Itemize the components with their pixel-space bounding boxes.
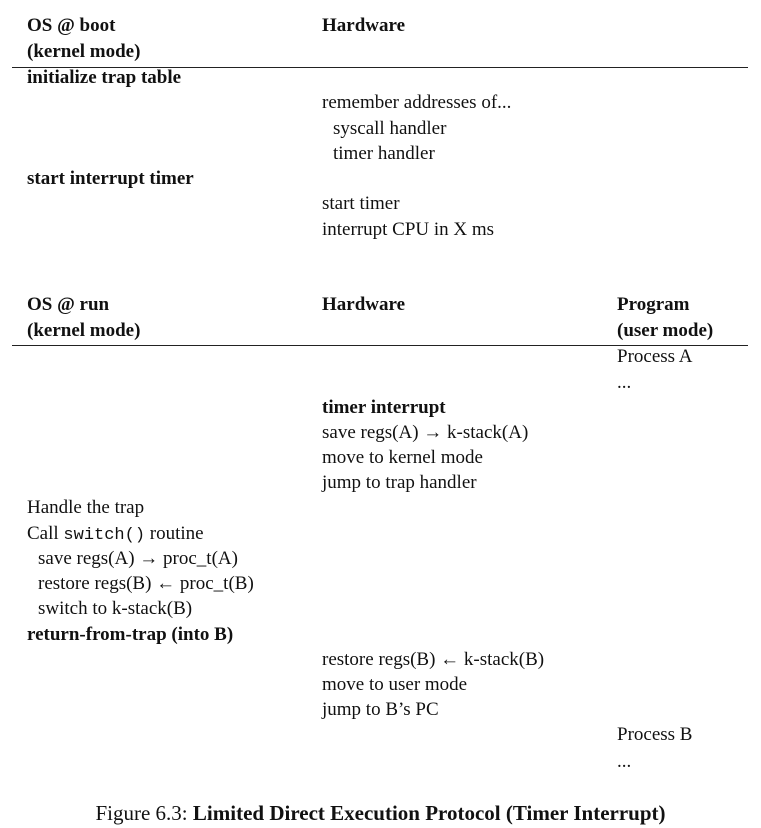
boot-hw-row-timer-handler: timer handler: [333, 143, 435, 164]
run-os-row-return-from-trap: return-from-trap (into B): [27, 624, 234, 645]
run-os-row-handle-trap: Handle the trap: [27, 497, 145, 518]
boot-os-header-line1: OS @ boot: [27, 15, 116, 36]
figure-caption-label: Figure 6.3:: [95, 801, 188, 825]
run-hw-row-restore-regs: restore regs(B) ← k-stack(B): [322, 649, 545, 670]
run-hw-row-jump-trap: jump to trap handler: [322, 472, 477, 493]
run-os-header-line1: OS @ run: [27, 294, 110, 315]
run-prog-row-process-b: Process B: [617, 724, 693, 745]
run-program-header-line1: Program: [617, 294, 690, 315]
boot-hw-row-syscall-handler: syscall handler: [333, 118, 447, 139]
run-os-row-restore-proc: restore regs(B) ← proc_t(B): [38, 573, 254, 594]
figure-caption: Figure 6.3: Limited Direct Execution Pro…: [0, 800, 761, 826]
run-program-header-line2: (user mode): [617, 320, 714, 341]
run-os-header-line2: (kernel mode): [27, 320, 141, 341]
run-hw-row-save-regs: save regs(A) → k-stack(A): [322, 422, 529, 443]
figure-caption-title: Limited Direct Execution Protocol (Timer…: [192, 801, 666, 825]
run-hw-row-timer-interrupt: timer interrupt: [322, 397, 446, 418]
boot-os-header-line2: (kernel mode): [27, 41, 141, 62]
boot-os-row-start-timer: start interrupt timer: [27, 168, 194, 189]
run-hw-row-jump-pc: jump to B’s PC: [322, 699, 439, 720]
boot-header-rule: [12, 67, 748, 68]
boot-hardware-header: Hardware: [322, 15, 406, 36]
call-suffix: routine: [149, 523, 204, 544]
boot-os-row-init-trap-table: initialize trap table: [27, 67, 182, 88]
boot-hw-row-start-timer: start timer: [322, 193, 400, 214]
switch-code: switch(): [63, 526, 146, 545]
run-os-row-call-switch: Call switch() routine: [27, 522, 204, 548]
run-prog-row-process-a: Process A: [617, 346, 693, 367]
run-os-row-save-proc: save regs(A) → proc_t(A): [38, 548, 238, 569]
run-prog-row-ellipsis-a: ...: [617, 372, 632, 393]
run-hw-row-kernel-mode: move to kernel mode: [322, 447, 483, 468]
run-prog-row-ellipsis-b: ...: [617, 751, 632, 772]
boot-hw-row-remember: remember addresses of...: [322, 92, 512, 113]
call-prefix: Call: [27, 523, 59, 544]
run-header-rule: [12, 345, 748, 346]
run-os-row-switch-stack: switch to k-stack(B): [38, 598, 193, 619]
run-hardware-header: Hardware: [322, 294, 406, 315]
run-hw-row-user-mode: move to user mode: [322, 674, 468, 695]
boot-hw-row-interrupt-cpu: interrupt CPU in X ms: [322, 219, 495, 240]
